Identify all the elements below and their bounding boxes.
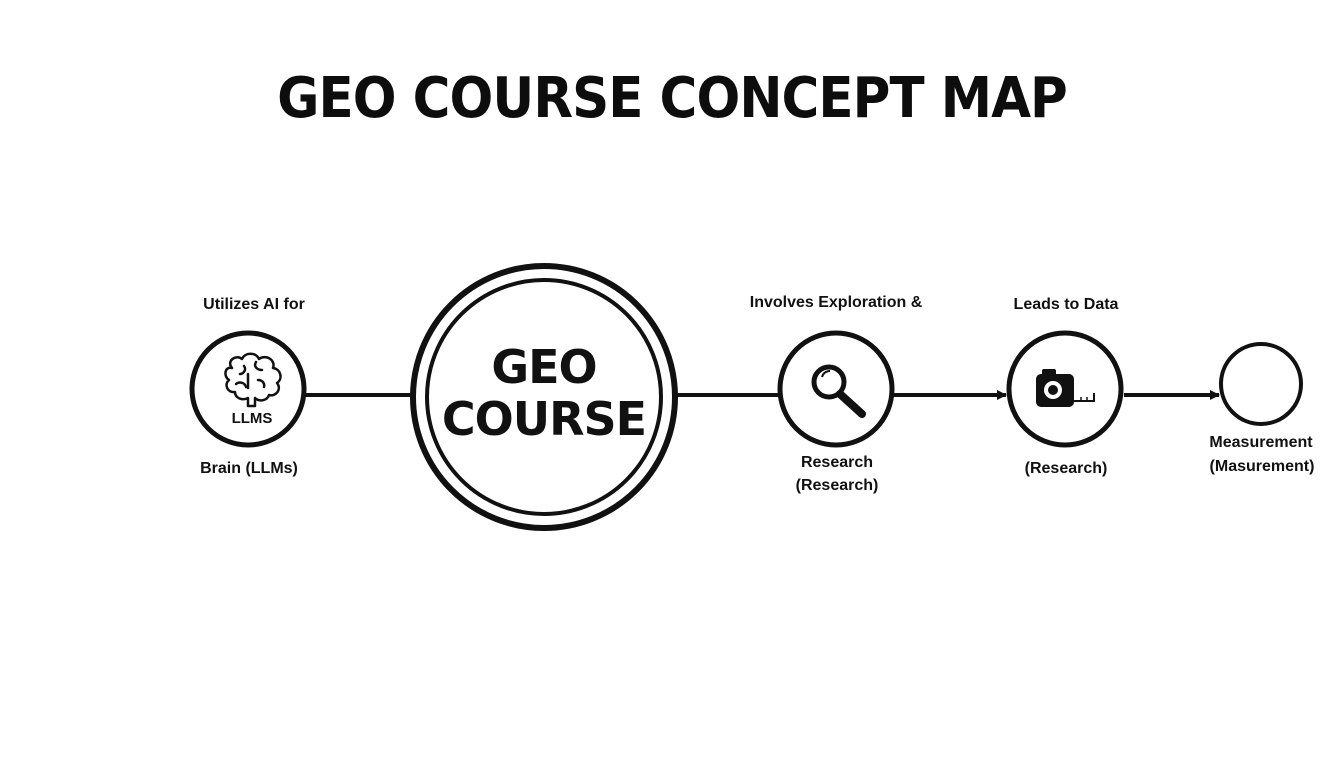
node-measurement <box>1219 342 1303 426</box>
llms-inner-label: LLMS <box>231 410 273 427</box>
measurement-bottom-label-2: (Masurement) <box>1209 458 1315 475</box>
node-research <box>777 330 895 448</box>
research-bottom-label-2: (Research) <box>795 477 879 494</box>
research-bottom-label-1: Research <box>800 454 874 471</box>
data-bottom-label: (Research) <box>1024 460 1108 477</box>
magnifying-glass-icon <box>811 364 866 418</box>
node-data <box>1006 330 1124 448</box>
llms-bottom-label: Brain (LLMs) <box>200 460 298 477</box>
research-top-label: Involves Exploration & <box>749 294 923 311</box>
brain-icon <box>224 352 282 408</box>
center-title-line2: COURSE <box>441 392 647 446</box>
llms-top-label: Utilizes AI for <box>203 296 305 313</box>
data-top-label: Leads to Data <box>1013 296 1119 313</box>
center-title-line1: GEO <box>491 340 597 394</box>
node-llms <box>189 330 307 448</box>
node-geo-course <box>410 263 678 531</box>
page-title: GEO COURSE CONCEPT MAP <box>277 66 1068 131</box>
measurement-bottom-label-1: Measurement <box>1209 434 1313 451</box>
camera-tape-measure-icon <box>1036 369 1095 407</box>
